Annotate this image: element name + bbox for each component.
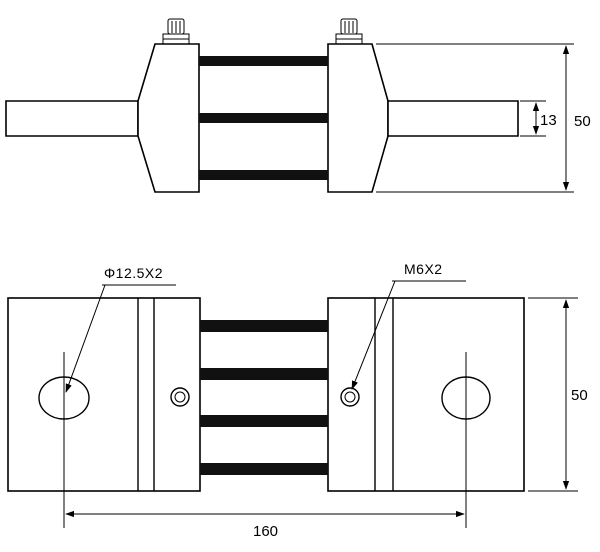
top-right-block (327, 297, 525, 492)
top-right-screw-icon (340, 387, 360, 407)
top-left-screw-icon (170, 387, 190, 407)
top-hole-note: Φ12.5X2 (104, 265, 163, 281)
side-view: 13 50 (5, 18, 591, 193)
side-dim-height-label: 50 (574, 113, 591, 130)
side-bar-3 (199, 170, 328, 180)
side-dim-thickness-label: 13 (540, 112, 557, 129)
side-left-screw-icon (162, 18, 190, 45)
side-right-block (327, 43, 389, 193)
top-bar-1 (200, 320, 328, 332)
top-dim-length-label: 160 (253, 523, 278, 540)
side-right-terminal (387, 100, 519, 137)
top-screw-leader (351, 280, 396, 390)
top-bar-3 (200, 415, 328, 427)
top-screw-note: M6X2 (404, 261, 443, 277)
top-bar-2 (200, 368, 328, 380)
top-hole-leader (65, 284, 106, 393)
top-dim-height-label: 50 (571, 387, 588, 404)
side-left-terminal (5, 100, 139, 137)
side-right-screw-icon (335, 18, 363, 45)
top-bar-4 (200, 463, 328, 475)
side-left-block (137, 43, 200, 193)
side-bar-2 (199, 113, 328, 123)
side-bar-1 (199, 56, 328, 66)
top-view: Φ12.5X2 M6X2 50 160 (7, 261, 588, 540)
